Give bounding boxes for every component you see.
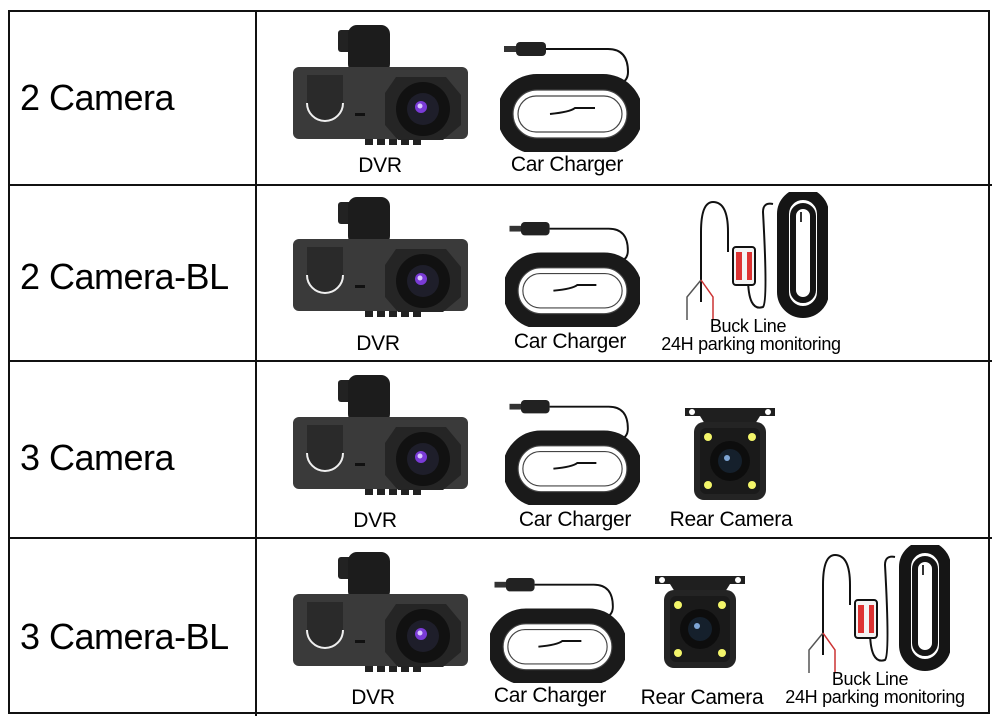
rear-camera-image	[650, 570, 750, 670]
row-label-3-camera: 3 Camera	[20, 437, 175, 478]
buck-line-image	[805, 545, 950, 675]
buck-line-caption: Buck Line	[831, 669, 909, 689]
buck-line-caption: Buck Line	[709, 316, 787, 336]
dvr-image	[293, 375, 468, 495]
dvr-caption: DVR	[353, 509, 397, 532]
car-charger-caption: Car Charger	[493, 684, 607, 707]
rear-camera-caption: Rear Camera	[640, 686, 764, 709]
row-divider	[8, 537, 992, 539]
row-label-2-camera: 2 Camera	[20, 77, 175, 118]
row-label-2-camera-bl: 2 Camera-BL	[20, 256, 229, 297]
dvr-image	[293, 552, 468, 672]
column-divider	[255, 10, 257, 716]
car-charger-caption: Car Charger	[518, 508, 632, 531]
car-charger-image	[505, 222, 640, 327]
car-charger-image	[500, 42, 640, 152]
row-divider	[8, 184, 992, 186]
car-charger-image	[505, 400, 640, 505]
rear-camera-caption: Rear Camera	[669, 508, 793, 531]
car-charger-caption: Car Charger	[510, 153, 624, 176]
dvr-caption: DVR	[358, 154, 402, 177]
row-divider	[8, 360, 992, 362]
car-charger-image	[490, 578, 625, 683]
dvr-caption: DVR	[356, 332, 400, 355]
dvr-caption: DVR	[351, 686, 395, 709]
dvr-image	[293, 25, 468, 145]
buck-line-subcaption: 24H parking monitoring	[785, 687, 965, 707]
car-charger-caption: Car Charger	[513, 330, 627, 353]
buck-line-subcaption: 24H parking monitoring	[661, 334, 841, 354]
comparison-table	[8, 10, 990, 714]
rear-camera-image	[680, 402, 780, 502]
row-label-3-camera-bl: 3 Camera-BL	[20, 616, 229, 657]
dvr-image	[293, 197, 468, 317]
buck-line-image	[683, 192, 828, 322]
